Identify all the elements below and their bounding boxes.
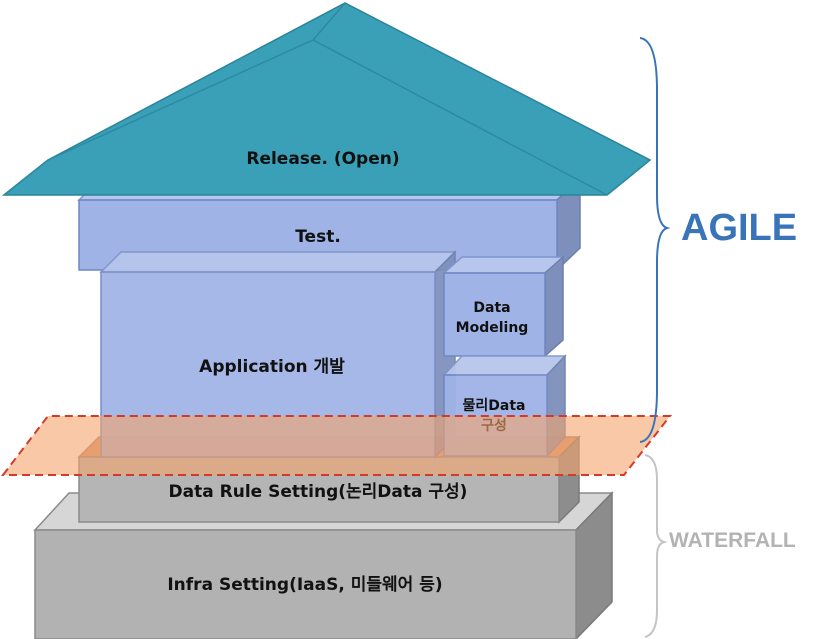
data-modeling-label-line2: Modeling — [456, 320, 529, 336]
data-modeling-block — [442, 255, 565, 358]
agile-label: AGILE — [681, 207, 797, 249]
infra-setting-label: Infra Setting(IaaS, 미들웨어 등) — [167, 575, 442, 595]
roof — [1, 2, 652, 196]
waterfall-brace — [644, 454, 668, 638]
application-label: Application 개발 — [199, 357, 345, 377]
release-label: Release. (Open) — [246, 149, 399, 169]
agile-waterfall-boundary-plane — [0, 415, 673, 476]
physical-data-label-line1: 물리Data — [463, 398, 526, 414]
test-label: Test. — [295, 227, 341, 247]
data-rule-label: Data Rule Setting(논리Data 구성) — [169, 482, 468, 502]
agile-brace — [639, 37, 671, 443]
data-modeling-label-line1: Data — [473, 300, 510, 316]
waterfall-label: WATERFALL — [669, 529, 796, 552]
